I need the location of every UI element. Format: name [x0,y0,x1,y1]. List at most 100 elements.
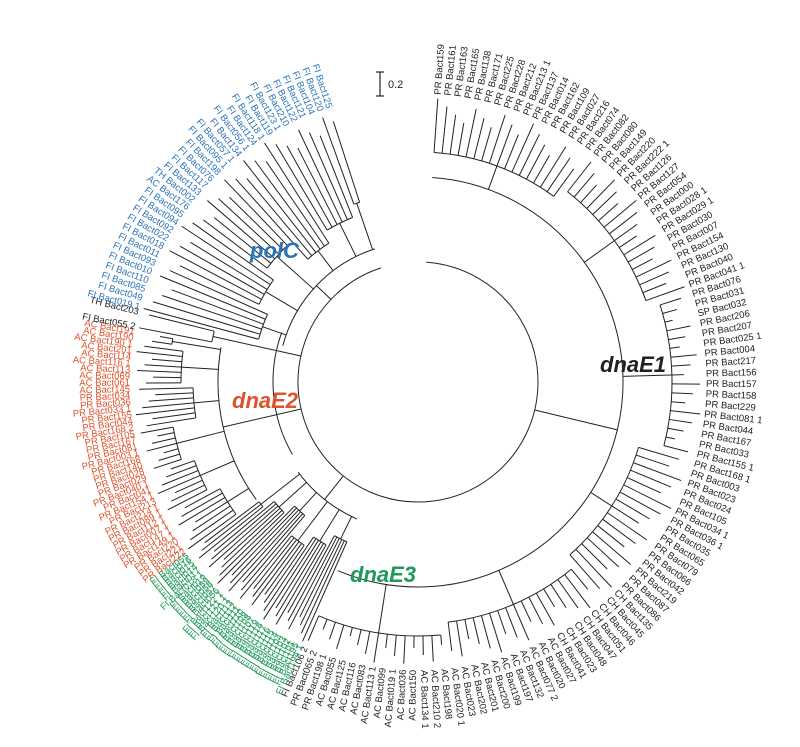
tree-branch [597,525,625,548]
tree-branch [319,135,354,218]
tree-branch [332,121,361,203]
tree-branch [534,409,618,431]
tree-branch [356,203,374,250]
tree-branch [153,458,182,469]
tree-branch [489,613,503,653]
tree-branch [528,596,543,625]
tree-branch [339,223,357,257]
tree-branch [159,275,266,320]
clade-label-dnae2: dnaE2 [232,388,299,413]
tree-branch [533,155,550,184]
tree-branch [642,282,667,294]
tree-branch [287,544,327,614]
tip-label: AC Bact201 [81,340,133,356]
tree-branch [496,124,513,167]
tree-branch [671,364,691,367]
tree-branch [336,624,345,649]
tree-branch [581,543,608,570]
tree-branch [598,203,619,222]
tree-branch [518,133,540,176]
tree-branch [264,142,330,244]
tree-branch [139,387,194,390]
tree-branch [664,319,673,323]
tree-branch [158,453,180,461]
tip-label: PR Bact036 [80,397,131,412]
tree-branch [665,436,675,440]
tree-branch [148,397,194,402]
tree-branch [639,271,670,286]
tree-branch [139,327,188,338]
tree-branch [550,584,567,608]
tree-branch [151,358,182,363]
tree-branch [144,364,182,368]
tree-branch [136,351,183,358]
tip-label: AC Bact145 [79,384,130,396]
tree-branch [670,354,697,358]
tip-label: PR Bact156 [706,367,757,379]
tree-branch [570,568,589,590]
tree-branch [619,491,661,515]
tip-label: PR Bact034 [79,390,130,403]
tree-branch [265,291,298,312]
tree-branch [319,509,340,542]
tree-branch [243,160,317,253]
tree-branch [264,543,303,595]
tree-branch [603,199,637,228]
tree-branch [298,129,343,223]
tree-branch [179,245,265,295]
tree-branch [364,631,371,655]
tree-branch [187,513,237,550]
tree-branch [322,117,355,205]
tree-branch [635,454,670,467]
tree-branch [162,295,262,330]
tree-branch [142,402,195,409]
tree-branch [192,222,274,281]
tree-branch [276,255,314,290]
tree-branch [219,512,285,576]
tree-branch [662,308,678,314]
tree-branch [512,604,530,641]
tree-branch [242,513,304,583]
tip-label: AC Bact150 [407,670,419,721]
tree-branch [161,470,199,486]
tree-branch [663,445,689,453]
tree-branch [288,536,338,630]
tree-branch [586,179,615,209]
tree-branch [157,474,201,495]
tree-branch [457,122,465,156]
tree-branch [251,541,300,606]
tree-branch [181,492,223,517]
clade-label-polc: polC [249,238,300,263]
tree-branch [144,345,184,352]
tree-branch [622,374,672,377]
tree-branch [218,198,280,255]
tree-branch [181,366,219,370]
tree-branch [297,147,338,225]
tree-branch [137,370,182,373]
tip-label: PR Bact157 [706,379,757,390]
tree-arc [297,261,539,503]
tree-branch [322,618,328,630]
tree-branch [263,536,314,612]
tree-branch [669,346,680,349]
tree-branch [511,123,535,173]
tip-label: PR Bact004 [704,344,756,360]
tree-branch [525,144,546,180]
clade-label-dnae1: dnaE1 [600,352,666,377]
tree-branch [223,507,281,560]
tree-branch [607,512,648,541]
tip-label: AC Bact069 [79,370,130,382]
tree-branch [464,619,470,640]
tree-branch [373,632,380,663]
tree-branch [627,246,655,263]
tree-branch [286,145,333,228]
tree-branch [473,118,485,160]
tree-branch [299,539,343,626]
tree-branch [632,258,653,270]
tree-branch [169,250,262,300]
tree-branch [187,336,212,343]
tree-branch [505,607,518,638]
tree-branch [171,484,205,502]
tree-branch [203,219,268,269]
